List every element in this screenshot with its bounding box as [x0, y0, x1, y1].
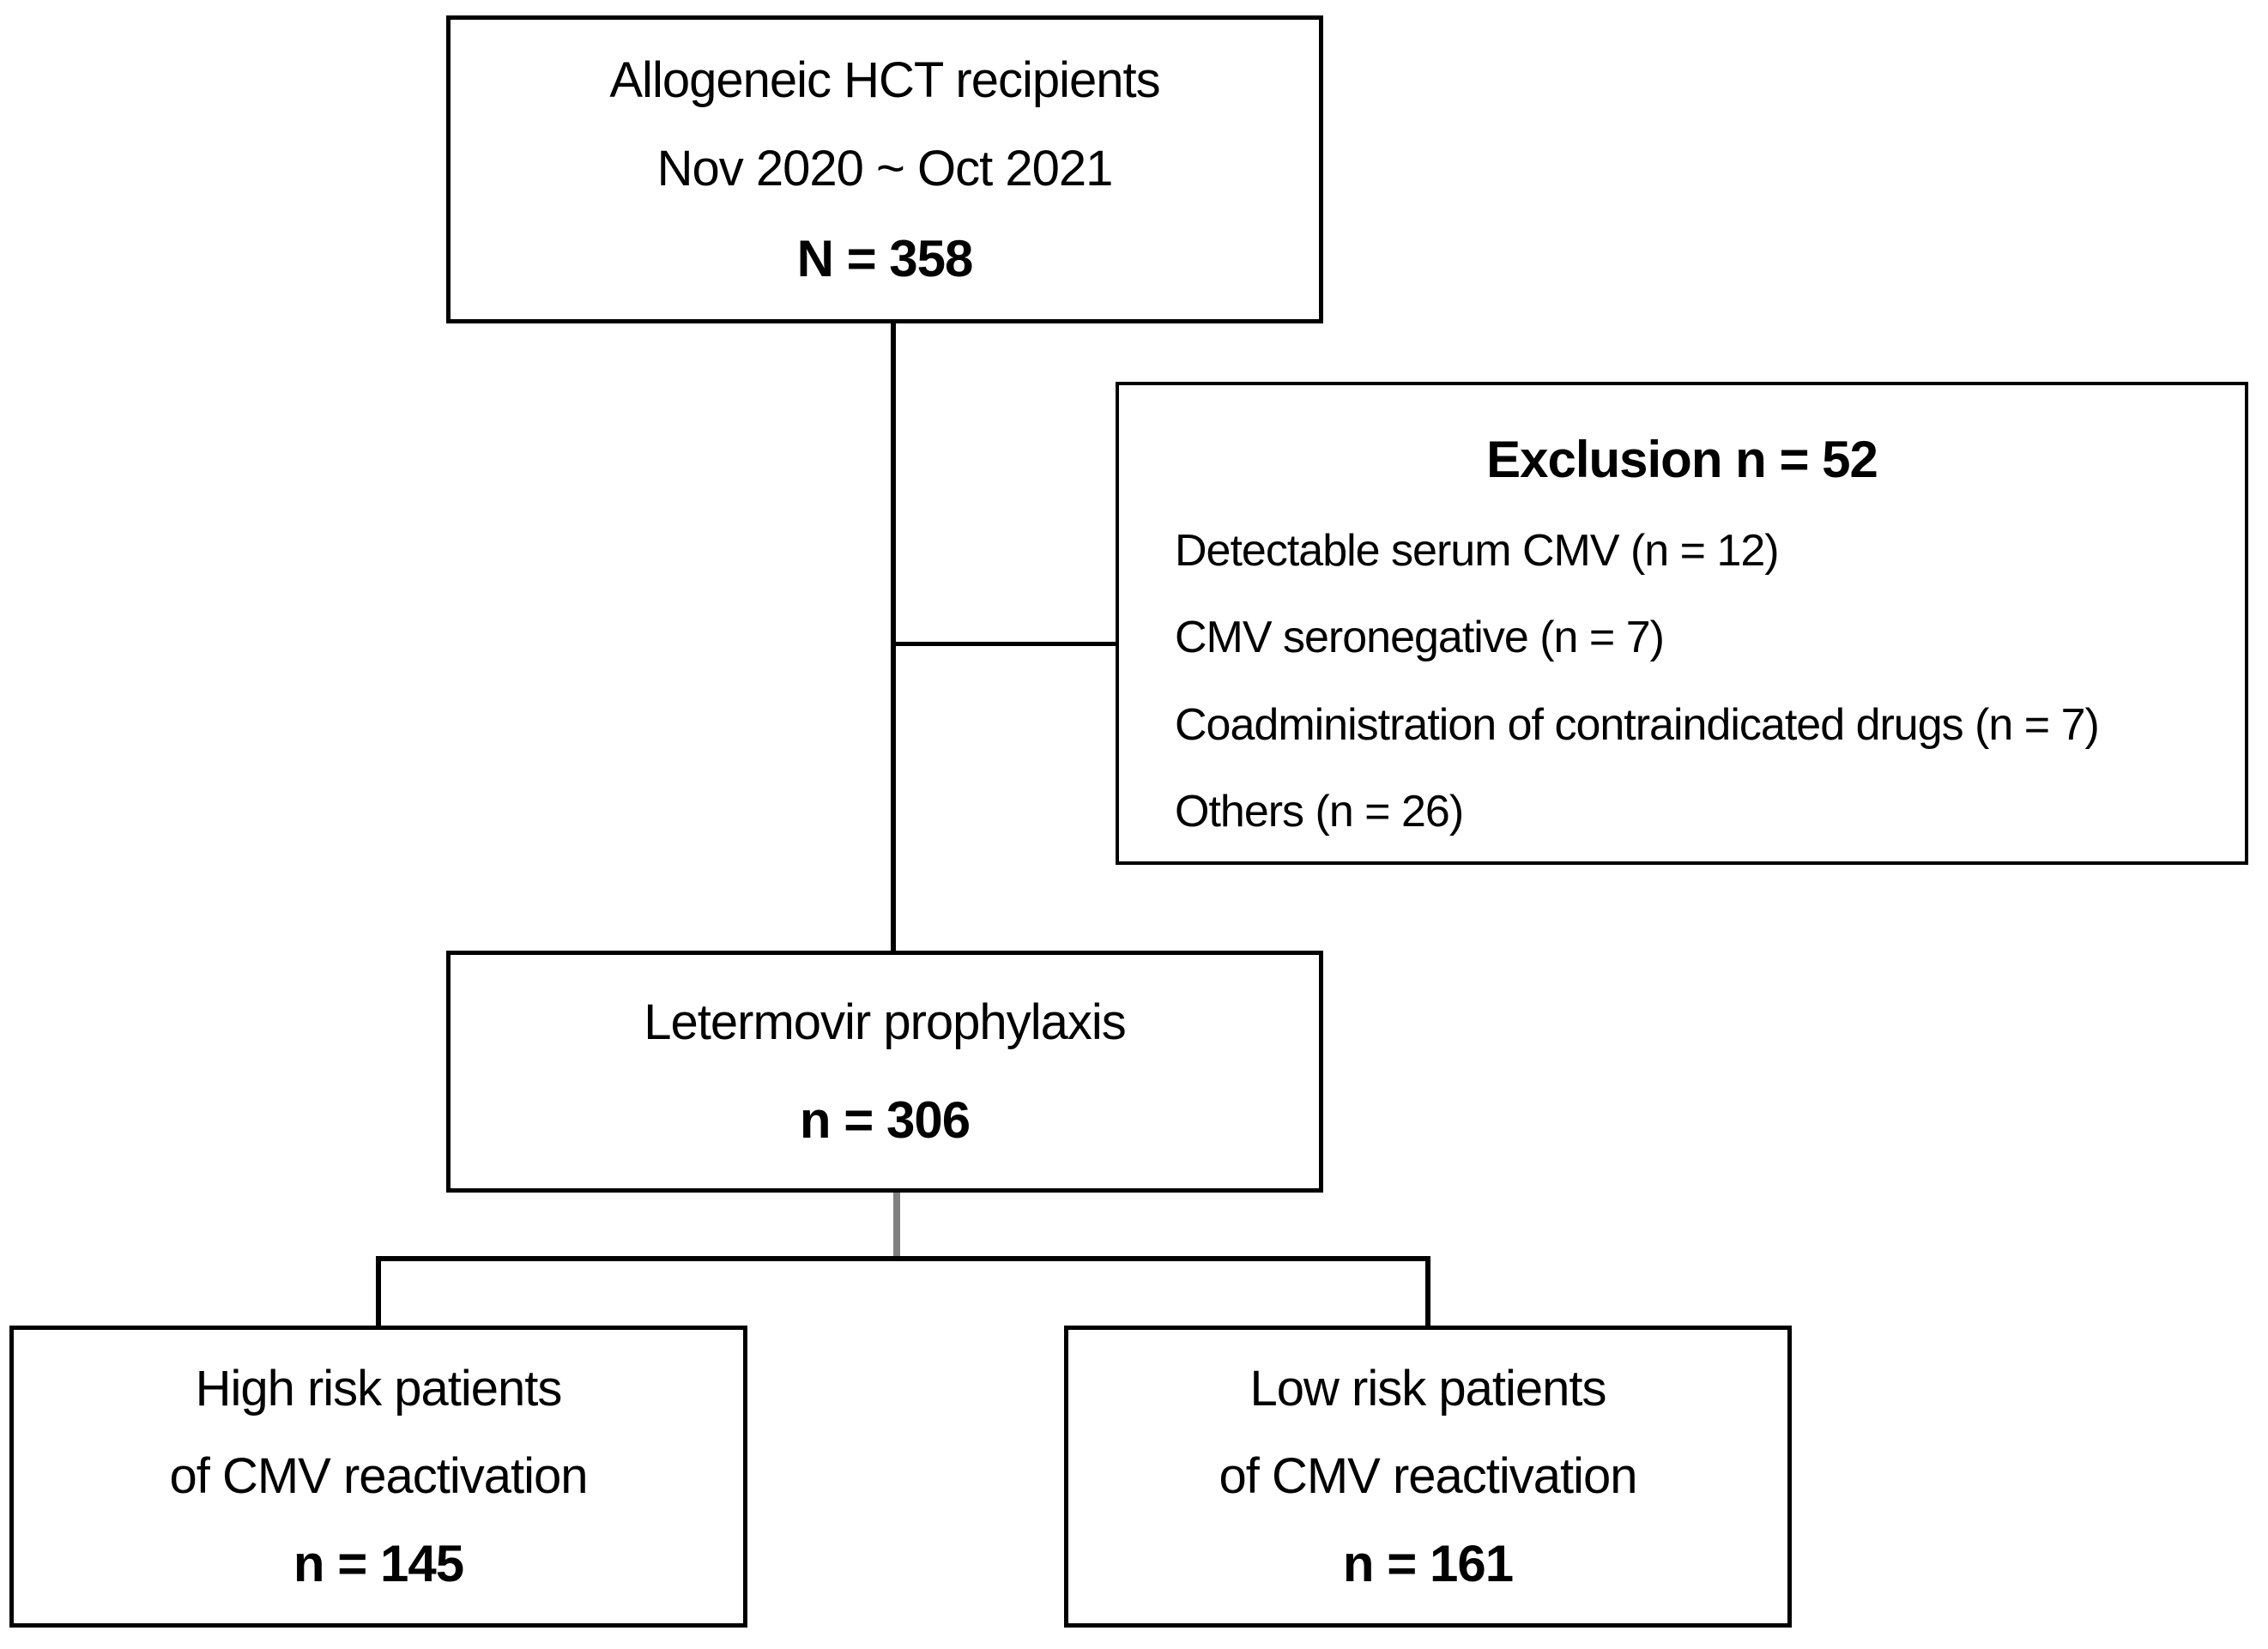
low-risk-line2: of CMV reactivation: [1219, 1447, 1637, 1504]
connector-recipients-to-letermovir: [891, 323, 896, 951]
exclusion-item-others: Others (n = 26): [1175, 787, 1464, 837]
box-allogeneic-hct-recipients: Allogeneic HCT recipients Nov 2020 ~ Oct…: [446, 15, 1323, 323]
box-high-risk-patients: High risk patients of CMV reactivation n…: [9, 1326, 747, 1628]
low-risk-line1: Low risk patients: [1249, 1360, 1607, 1416]
high-risk-line1: High risk patients: [195, 1360, 563, 1416]
high-risk-count: n = 145: [293, 1535, 464, 1593]
connector-drop-high-risk: [376, 1256, 381, 1329]
connector-split-horizontal: [376, 1256, 1430, 1261]
box-low-risk-patients: Low risk patients of CMV reactivation n …: [1064, 1326, 1792, 1628]
box-letermovir-prophylaxis: Letermovir prophylaxis n = 306: [446, 951, 1323, 1193]
letermovir-title: Letermovir prophylaxis: [644, 994, 1126, 1051]
recipients-count: N = 358: [796, 229, 974, 287]
connector-exclusion-branch: [893, 642, 1116, 646]
letermovir-count: n = 306: [799, 1090, 971, 1149]
exclusion-item-detectable-cmv: Detectable serum CMV (n = 12): [1175, 525, 1780, 576]
exclusion-title: Exclusion n = 52: [1486, 431, 1878, 488]
low-risk-count: n = 161: [1342, 1535, 1514, 1593]
recipients-period: Nov 2020 ~ Oct 2021: [656, 141, 1114, 196]
exclusion-item-cmv-seronegative: CMV seronegative (n = 7): [1175, 613, 1665, 662]
connector-drop-low-risk: [1425, 1256, 1430, 1329]
connector-letermovir-down: [893, 1193, 900, 1259]
box-exclusion: Exclusion n = 52 Detectable serum CMV (n…: [1116, 382, 2248, 865]
high-risk-line2: of CMV reactivation: [169, 1447, 588, 1504]
recipients-title: Allogeneic HCT recipients: [609, 51, 1160, 108]
exclusion-item-contraindicated-drugs: Coadministration of contraindicated drug…: [1175, 699, 2100, 750]
